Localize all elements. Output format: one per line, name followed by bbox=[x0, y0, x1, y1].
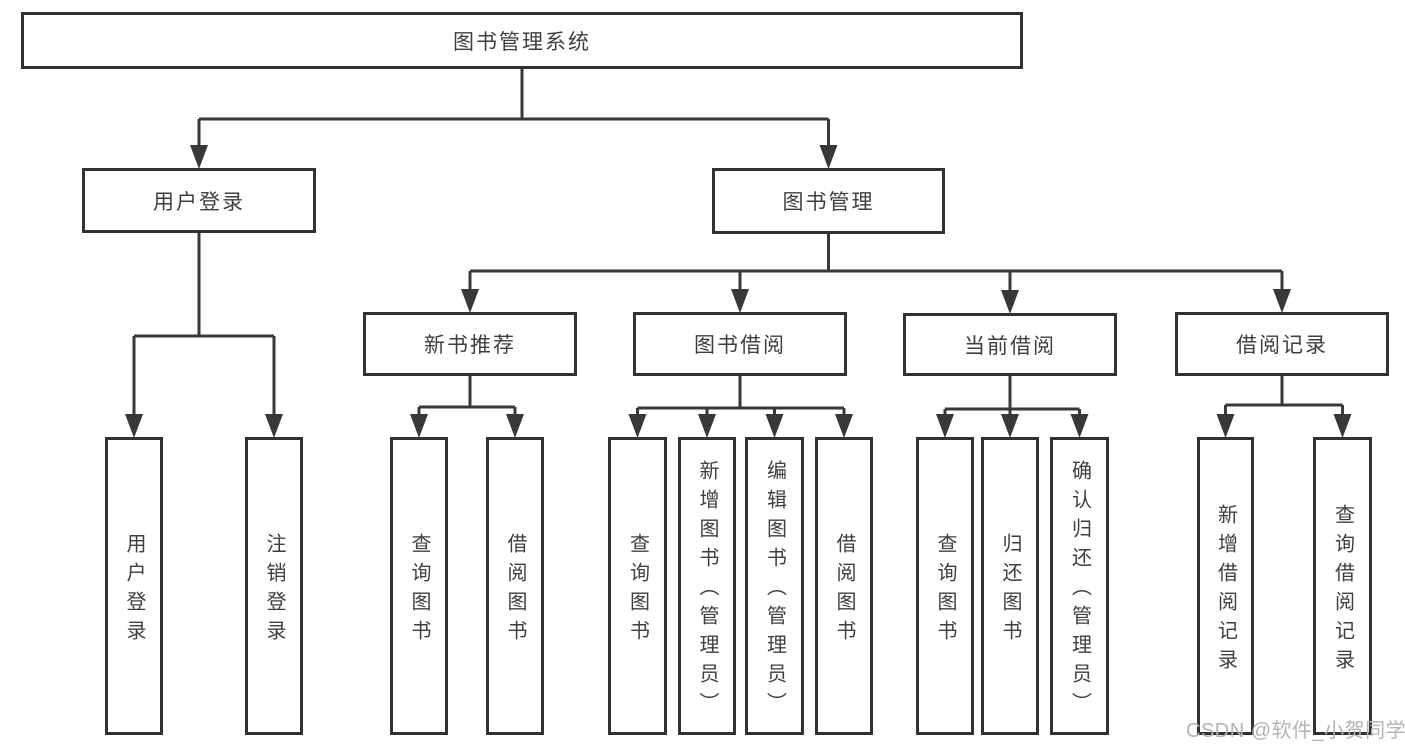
arrowhead-icon bbox=[190, 145, 208, 169]
node-label: 查询借阅记录 bbox=[1331, 503, 1354, 678]
node-label: 新书推荐 bbox=[424, 334, 516, 357]
node-label: 图书管理 bbox=[782, 191, 875, 214]
edge-book-mgmt bbox=[468, 234, 1284, 301]
arrowhead-icon bbox=[506, 414, 524, 438]
node-nb-query: 查询图书 bbox=[390, 437, 448, 735]
arrowhead-icon bbox=[461, 289, 479, 313]
node-br-add: 新增借阅记录 bbox=[1197, 437, 1254, 735]
node-leaf-user-login: 用户登录 bbox=[105, 437, 163, 735]
node-bb-query: 查询图书 bbox=[608, 437, 667, 735]
node-label: 查询图书 bbox=[408, 532, 430, 649]
node-label: 用户登录 bbox=[123, 532, 145, 649]
arrowhead-icon bbox=[1001, 414, 1019, 438]
edge-root bbox=[197, 69, 830, 156]
node-book-borrow: 图书借阅 bbox=[633, 312, 847, 376]
node-label: 借阅图书 bbox=[504, 532, 526, 649]
node-book-mgmt: 图书管理 bbox=[712, 168, 945, 234]
node-br-query: 查询借阅记录 bbox=[1313, 437, 1372, 735]
node-label: 新增借阅记录 bbox=[1214, 503, 1237, 678]
node-label: 归还图书 bbox=[999, 532, 1021, 649]
node-bb-edit: 编辑图书（管理员） bbox=[745, 437, 804, 735]
arrowhead-icon bbox=[125, 414, 143, 438]
node-root: 图书管理系统 bbox=[21, 12, 1023, 69]
arrowhead-icon bbox=[936, 414, 954, 438]
arrowhead-icon bbox=[265, 414, 283, 438]
arrowhead-icon bbox=[731, 289, 749, 313]
node-current-borrow: 当前借阅 bbox=[903, 313, 1117, 376]
node-cb-return: 归还图书 bbox=[981, 437, 1039, 735]
node-bb-add: 新增图书（管理员） bbox=[678, 437, 736, 735]
node-label: 当前借阅 bbox=[964, 334, 1056, 358]
node-label: 借阅记录 bbox=[1236, 334, 1328, 357]
node-cb-query: 查询图书 bbox=[916, 437, 974, 735]
arrowhead-icon bbox=[410, 414, 428, 438]
node-label: 图书借阅 bbox=[694, 334, 786, 357]
arrowhead-icon bbox=[698, 414, 716, 438]
edge-new-book-rec bbox=[417, 376, 517, 425]
node-new-book-rec: 新书推荐 bbox=[363, 312, 577, 376]
node-label: 用户登录 bbox=[153, 190, 245, 214]
node-user-login: 用户登录 bbox=[82, 168, 316, 233]
node-label: 确认归还（管理员） bbox=[1068, 460, 1091, 721]
node-label: 注销登录 bbox=[263, 532, 285, 649]
node-nb-borrow: 借阅图书 bbox=[486, 437, 544, 735]
arrowhead-icon bbox=[835, 414, 853, 438]
edge-current-borrow bbox=[943, 376, 1081, 425]
edge-user-login bbox=[132, 233, 276, 425]
csdn-watermark: CSDN @软件_小贺同学 bbox=[1186, 720, 1405, 742]
node-borrow-records: 借阅记录 bbox=[1175, 312, 1389, 376]
arrowhead-icon bbox=[765, 414, 784, 438]
arrowhead-icon bbox=[1216, 414, 1235, 438]
arrowhead-icon bbox=[1333, 414, 1352, 438]
arrowhead-icon bbox=[819, 145, 838, 169]
arrowhead-icon bbox=[1273, 289, 1291, 313]
node-label: 编辑图书（管理员） bbox=[763, 460, 786, 721]
node-label: 图书管理系统 bbox=[453, 30, 591, 54]
node-leaf-logout: 注销登录 bbox=[245, 437, 303, 735]
node-label: 借阅图书 bbox=[833, 532, 855, 649]
edge-book-borrow bbox=[636, 376, 846, 425]
node-label: 新增图书（管理员） bbox=[696, 460, 718, 721]
edge-borrow-records bbox=[1224, 376, 1344, 425]
arrowhead-icon bbox=[628, 414, 647, 438]
arrowhead-icon bbox=[1070, 414, 1089, 438]
arrowhead-icon bbox=[1001, 290, 1019, 314]
node-label: 查询图书 bbox=[626, 532, 649, 649]
node-cb-confirm: 确认归还（管理员） bbox=[1050, 437, 1109, 735]
node-bb-borrow: 借阅图书 bbox=[815, 437, 873, 735]
node-label: 查询图书 bbox=[934, 532, 956, 649]
